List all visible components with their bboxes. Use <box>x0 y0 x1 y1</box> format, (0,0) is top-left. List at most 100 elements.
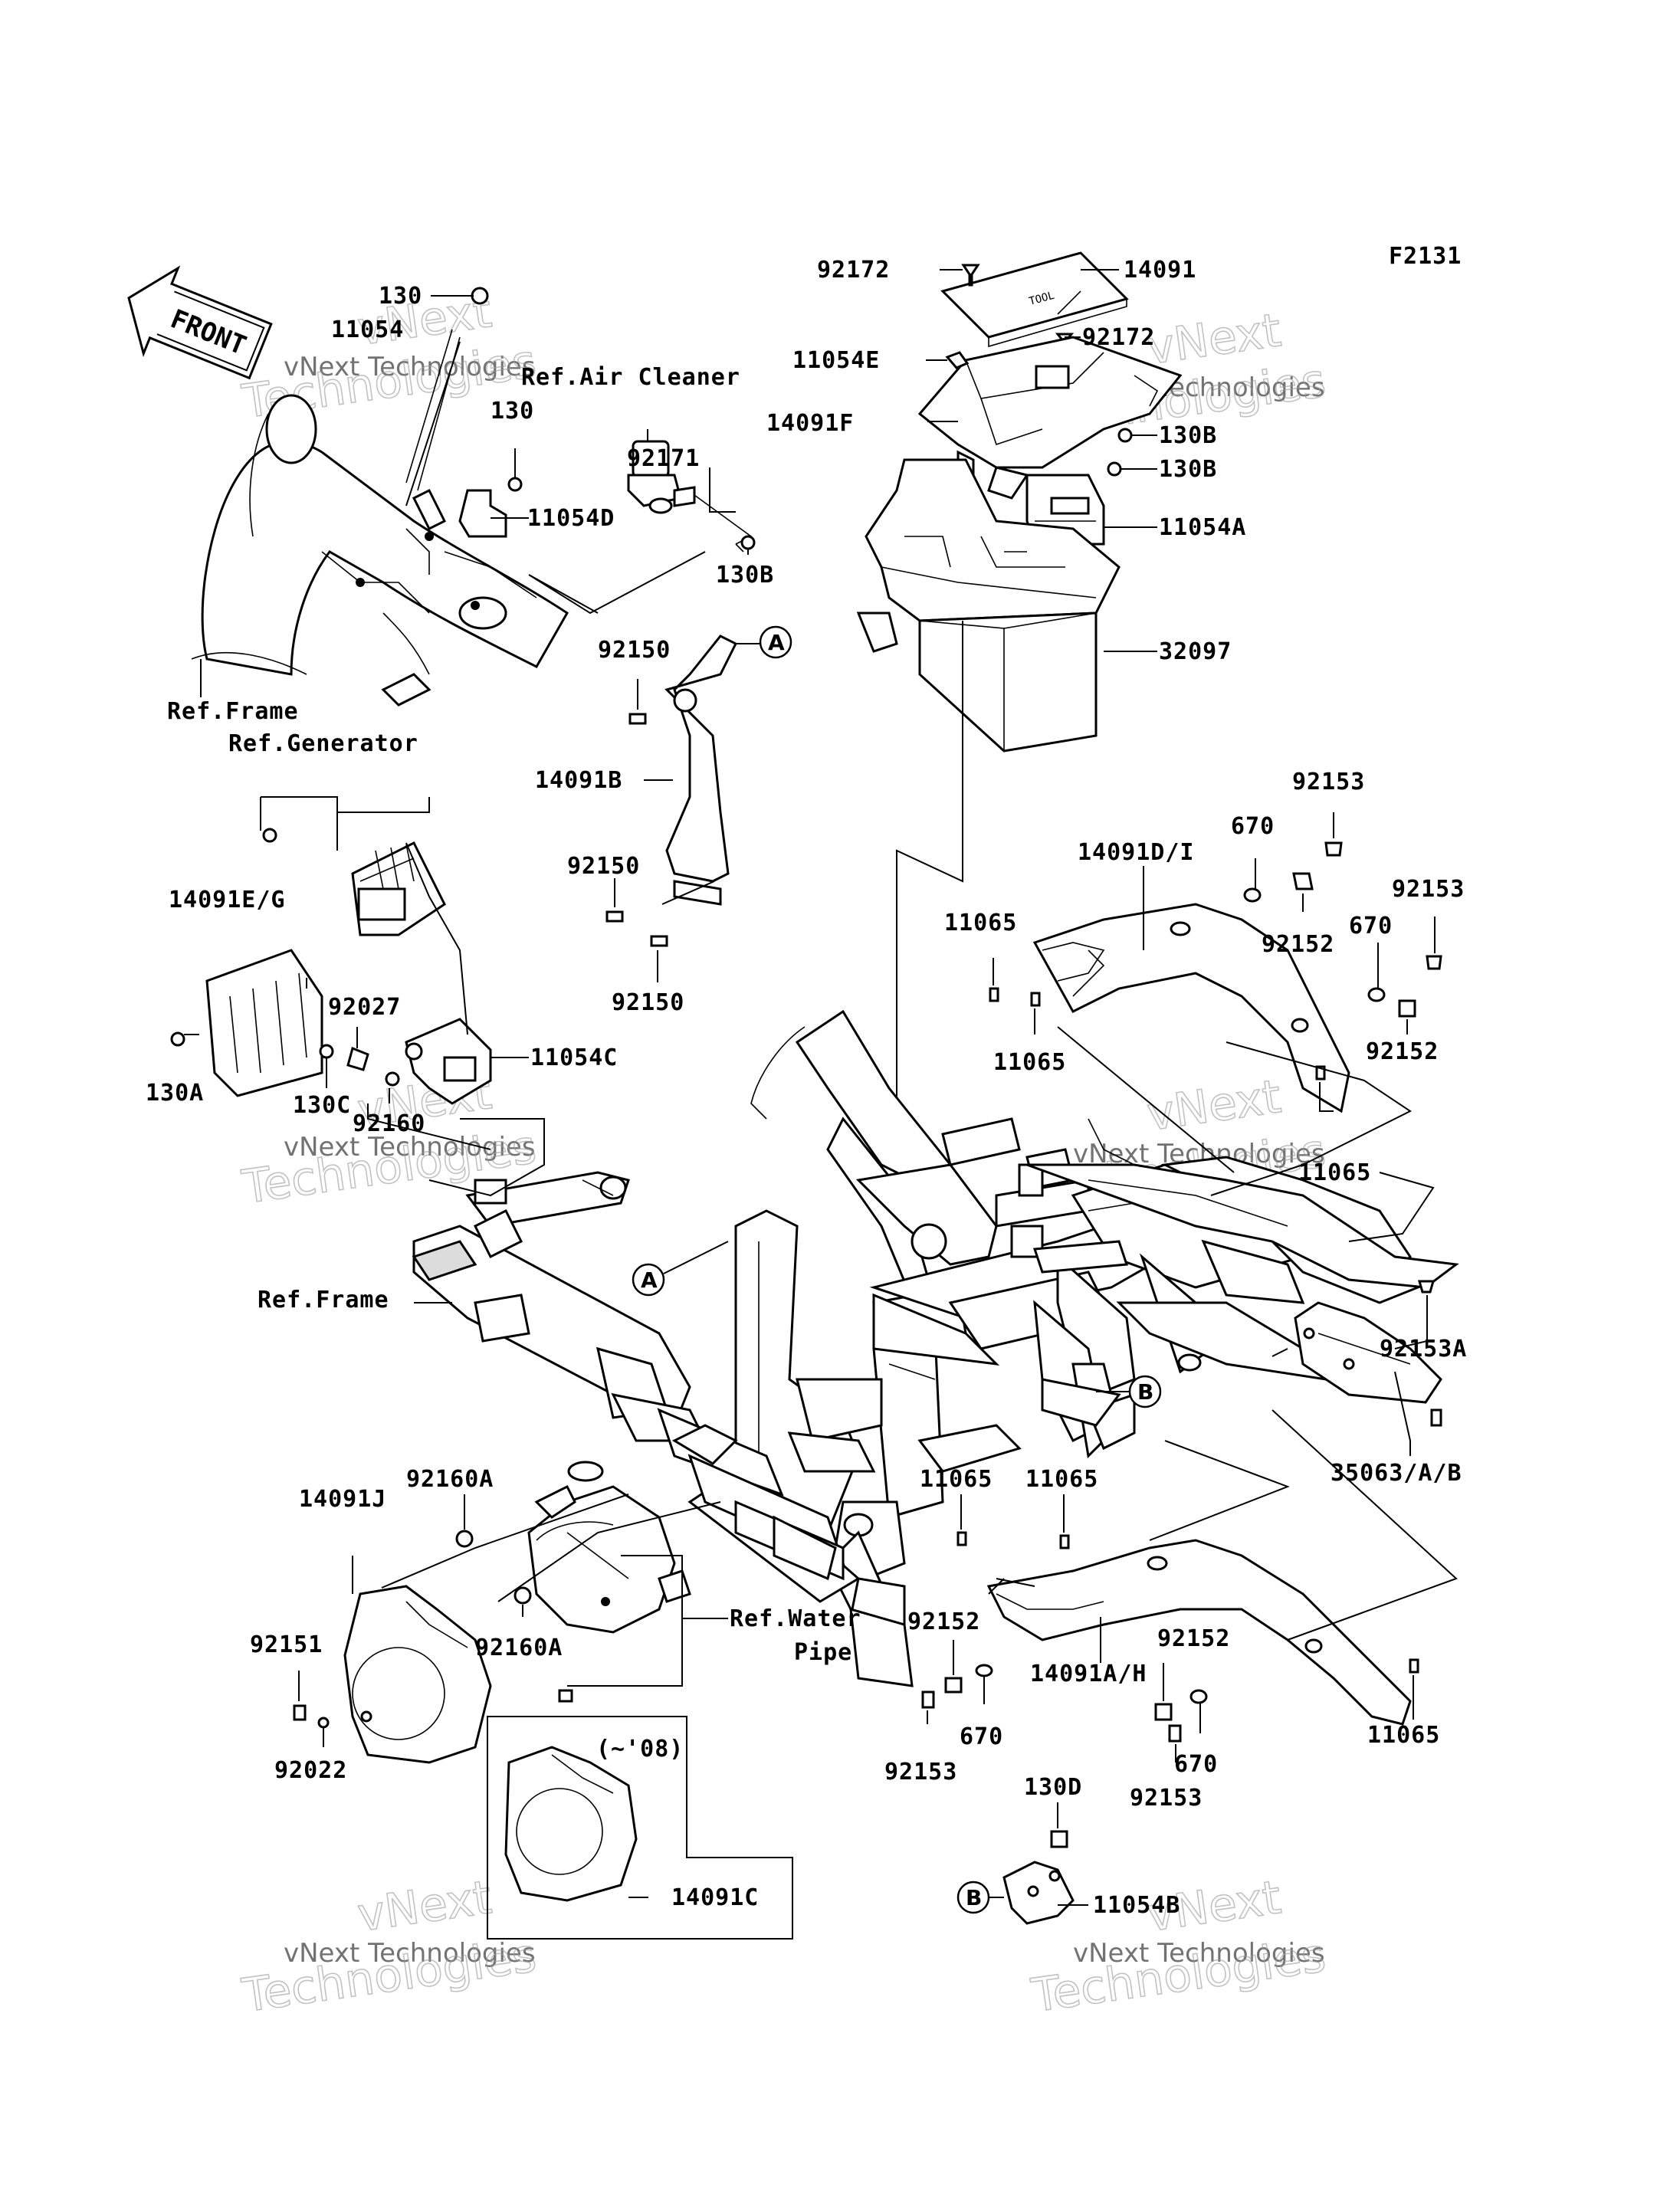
label-14091: 14091 <box>1124 257 1196 284</box>
label-14091DI: 14091D/I <box>1078 839 1195 866</box>
label-11054B: 11054B <box>1093 1892 1180 1919</box>
svg-text:vNext Technologies: vNext Technologies <box>284 352 536 382</box>
battery-case-32097 <box>856 458 1121 753</box>
bracket-35063 <box>1294 1301 1442 1404</box>
leader-fender-lower <box>988 1578 1035 1595</box>
label-ref-pipe: Pipe <box>794 1639 852 1666</box>
label-130B-left: 130B <box>716 562 774 589</box>
leader-bracket-frame <box>428 1118 545 1197</box>
bolt-92150-b <box>605 910 624 923</box>
label-92153-b: 92153 <box>1392 876 1465 903</box>
bolt-92153-a <box>1324 841 1343 857</box>
label-11065-b: 11065 <box>993 1049 1066 1076</box>
label-92160: 92160 <box>353 1110 425 1137</box>
label-92152-a: 92152 <box>1262 931 1334 958</box>
front-arrow-icon: FRONT <box>127 265 273 380</box>
label-92153-d: 92153 <box>1130 1785 1203 1812</box>
bolt-35063 <box>1430 1408 1442 1427</box>
leader-92153A <box>1394 1295 1428 1349</box>
leader-11065-c <box>1319 1082 1334 1112</box>
svg-text:vNext: vNext <box>354 1871 494 1943</box>
label-14091J: 14091J <box>299 1486 386 1513</box>
leader-air-frame <box>528 551 706 615</box>
washer-92022 <box>317 1717 330 1729</box>
bolt-water-pipe <box>558 1689 573 1703</box>
bolt-92153-b <box>1426 955 1442 970</box>
label-130B-2: 130B <box>1159 456 1217 483</box>
label-11054E: 11054E <box>792 347 880 374</box>
label-92160A-b: 92160A <box>475 1635 563 1661</box>
pin-11065-b <box>1030 992 1041 1007</box>
label-ref-frame-top: Ref.Frame <box>167 698 299 725</box>
leader-cover-line-2 <box>497 1501 721 1602</box>
figure-code: F2131 <box>1389 243 1462 270</box>
label-92150-c: 92150 <box>612 989 684 1016</box>
label-11065-c: 11065 <box>1298 1159 1371 1186</box>
bolt-92153-d <box>1168 1724 1182 1743</box>
inset-year-label: (~'08) <box>596 1736 684 1763</box>
label-11054D: 11054D <box>527 505 615 532</box>
support-14091B <box>664 635 738 906</box>
engine-cover-14091J <box>343 1585 492 1764</box>
label-92022: 92022 <box>274 1757 347 1784</box>
bracket-11054D <box>458 489 507 538</box>
bolt-92150-c <box>650 935 668 947</box>
watermark-bottom-left: vNext Technologies vNext Technologies <box>238 1870 540 2023</box>
bolt-92151 <box>293 1704 307 1721</box>
svg-text:vNext: vNext <box>1144 1070 1284 1142</box>
pin-11065-e <box>1059 1534 1070 1549</box>
label-92152-d: 92152 <box>1157 1625 1230 1652</box>
label-14091B: 14091B <box>535 767 622 794</box>
label-92160A-a: 92160A <box>406 1466 494 1493</box>
leader-A-lower <box>663 1241 729 1274</box>
label-92150-b: 92150 <box>567 853 640 880</box>
leader-generator-bracket <box>405 842 468 1035</box>
label-14091C: 14091C <box>671 1884 759 1911</box>
leader-fender-to-frame <box>1057 1026 1235 1173</box>
bolt-130A <box>170 1031 185 1047</box>
label-92172-b: 92172 <box>1082 324 1155 351</box>
bracket-11054C <box>405 1018 492 1105</box>
label-11054: 11054 <box>331 316 404 343</box>
callout-B-bottom: B <box>956 1881 990 1914</box>
pin-11065-c <box>1315 1065 1326 1080</box>
label-92152-b: 92152 <box>1366 1038 1439 1065</box>
label-32097: 32097 <box>1159 638 1232 665</box>
bolt-130B-1 <box>1117 428 1133 443</box>
label-11054A: 11054A <box>1159 514 1246 541</box>
label-35063: 35063/A/B <box>1331 1460 1462 1487</box>
label-670-c: 670 <box>960 1723 1003 1750</box>
bolt-130C <box>319 1044 334 1059</box>
washer-670-a <box>1243 887 1262 903</box>
pin-11065-a <box>989 987 999 1002</box>
label-ref-water: Ref.Water <box>730 1605 861 1632</box>
leader-fender-grp <box>1210 1041 1412 1196</box>
front-fender-14091AH <box>986 1539 1412 1726</box>
washer-92160A-b <box>514 1586 532 1605</box>
label-92171: 92171 <box>627 445 700 472</box>
screw-92172-a <box>961 264 980 287</box>
rear-frame-illustration <box>1026 1163 1459 1304</box>
nut-92152-d <box>1154 1703 1173 1721</box>
bolt-130B-left <box>740 535 756 550</box>
label-670-d: 670 <box>1174 1751 1218 1778</box>
label-92150-a: 92150 <box>598 637 671 664</box>
label-130: 130 <box>491 398 534 425</box>
washer-670-b <box>1367 987 1386 1002</box>
water-pump-illustration <box>527 1461 691 1634</box>
leader-14091B-bottom <box>661 880 715 905</box>
clip-11054E <box>945 351 970 369</box>
label-92152-c: 92152 <box>907 1608 980 1635</box>
svg-text:vNext Technologies: vNext Technologies <box>284 1132 536 1162</box>
label-130B-1: 130B <box>1159 422 1217 449</box>
inset-box <box>487 1716 793 1940</box>
pin-11065-d <box>956 1531 967 1546</box>
label-14091F: 14091F <box>766 410 854 437</box>
label-11065-e: 11065 <box>1025 1466 1098 1493</box>
leader-bracket-frame-2 <box>367 1103 491 1150</box>
washer-92160 <box>385 1071 400 1087</box>
label-92153-a: 92153 <box>1292 769 1365 795</box>
label-11065-a: 11065 <box>944 910 1017 936</box>
svg-text:B: B <box>966 1885 982 1910</box>
